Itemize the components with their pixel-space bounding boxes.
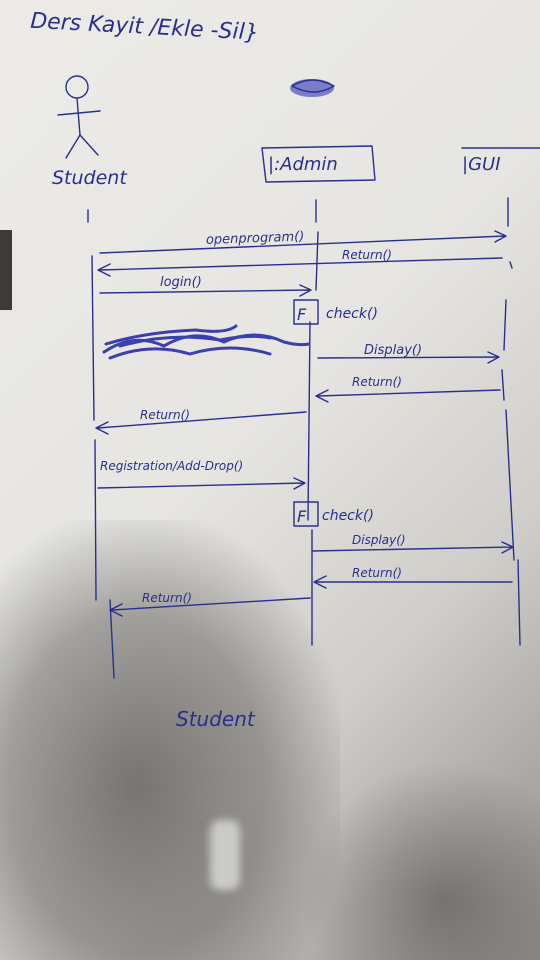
- diagram-title: Ders Kayit /Ekle -Sil}: [30, 9, 260, 46]
- message-label: Display(): [352, 533, 406, 547]
- lifeline-label-gui: |GUI: [462, 154, 501, 175]
- self-call-mark: F: [297, 507, 307, 526]
- message-1: openprogram(): [99, 229, 507, 254]
- message-label: openprogram(): [206, 229, 305, 247]
- lifeline-header-gui: |GUI: [461, 147, 540, 175]
- message-label: Return(): [140, 408, 190, 422]
- message-label: Return(): [352, 375, 402, 389]
- message-9-self: F check(): [293, 501, 374, 527]
- lifeline-admin: [307, 199, 319, 646]
- message-12: Return(): [109, 591, 311, 617]
- message-7: Return(): [95, 408, 307, 435]
- message-11: Return(): [313, 566, 513, 589]
- message-2: Return(): [97, 248, 503, 277]
- message-4-self: F check(): [293, 299, 378, 325]
- scribble-mark: [290, 79, 335, 97]
- self-call-mark: F: [297, 305, 307, 324]
- actor-student: [57, 75, 101, 159]
- message-6: Return(): [315, 375, 501, 403]
- message-label: Return(): [342, 248, 392, 262]
- lifeline-label-admin: |:Admin: [268, 154, 338, 175]
- message-label: Display(): [364, 343, 422, 358]
- message-label: check(): [322, 508, 374, 524]
- lifeline-gui: [501, 197, 521, 646]
- message-10: Display(): [311, 533, 514, 554]
- message-8: Registration/Add-Drop(): [97, 459, 306, 490]
- message-label: Return(): [352, 566, 402, 580]
- lifeline-header-admin: |:Admin: [261, 145, 376, 183]
- message-label: Registration/Add-Drop(): [100, 459, 243, 473]
- message-label: check(): [326, 306, 378, 322]
- message-label: Return(): [142, 591, 192, 605]
- crossed-out-text: [102, 324, 311, 360]
- light-reflection: [210, 820, 240, 890]
- message-5: Display(): [317, 343, 500, 364]
- lifelines: [87, 197, 521, 679]
- actor-label: Student: [52, 167, 128, 189]
- bottom-label: Student: [176, 707, 256, 731]
- message-label: login(): [160, 275, 202, 290]
- hand-shadow: [0, 520, 340, 960]
- lifeline-student: [87, 209, 115, 679]
- corner-shadow: [300, 760, 540, 960]
- message-3: login(): [99, 275, 312, 297]
- background-edge: [0, 230, 12, 310]
